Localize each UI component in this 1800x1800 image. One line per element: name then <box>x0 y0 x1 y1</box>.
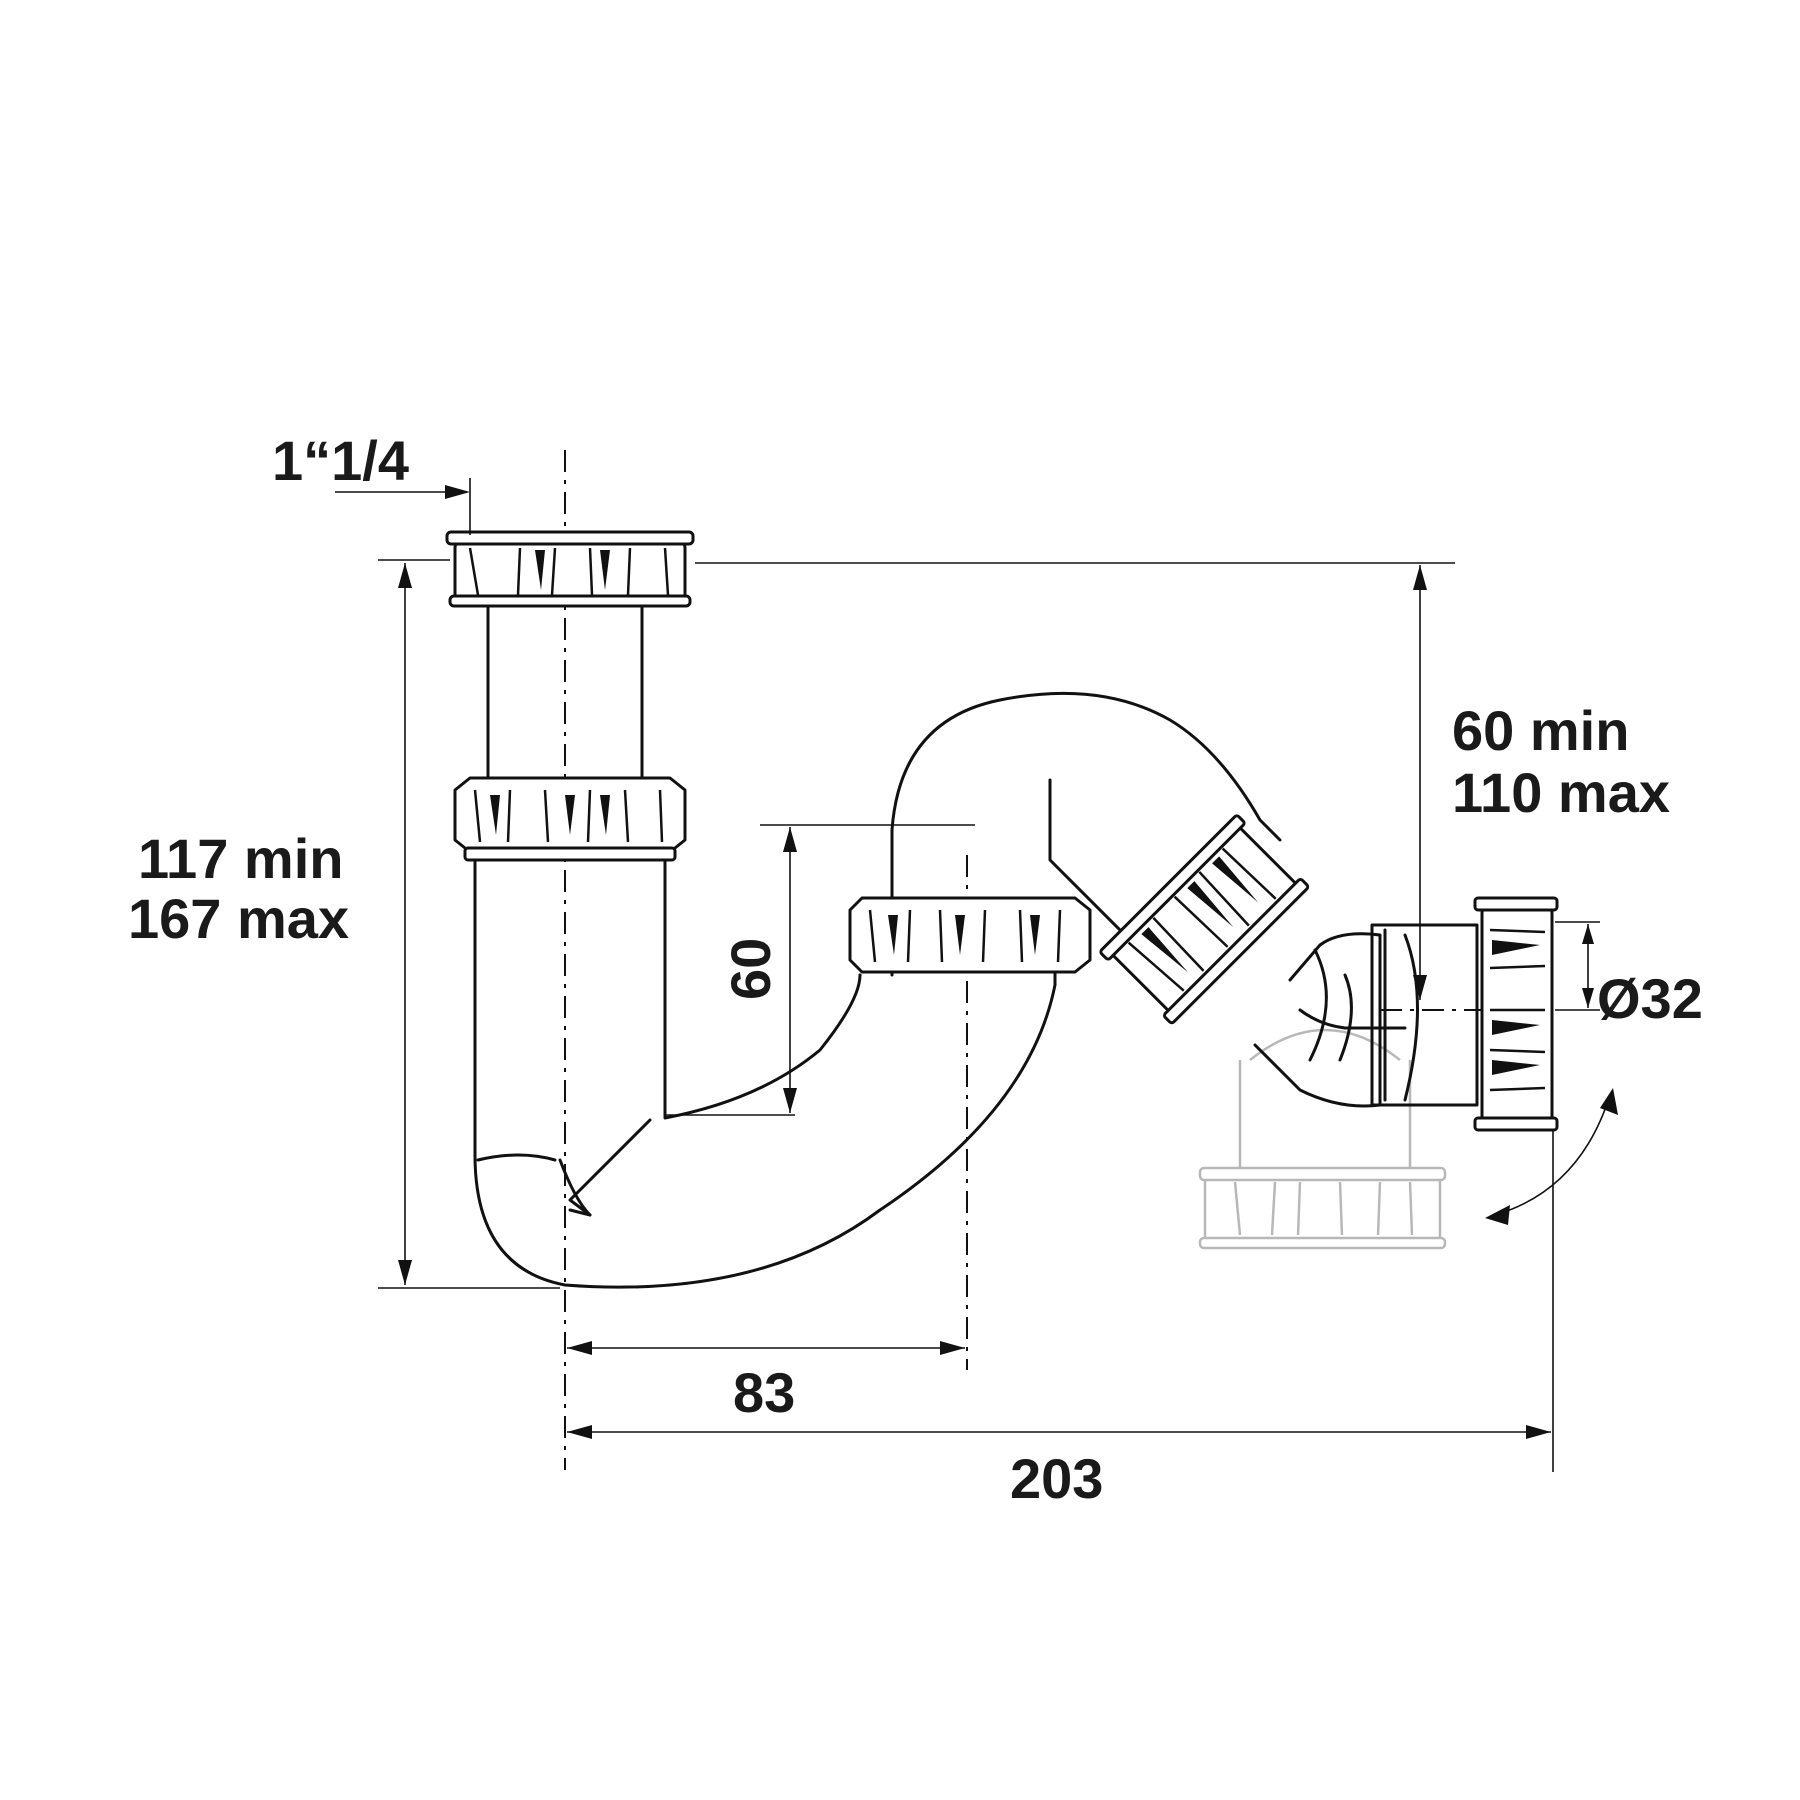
adjust-min-label: 60 min <box>1452 699 1629 762</box>
inlet-lower-tube <box>473 858 667 1157</box>
height-max-label: 167 max <box>128 887 349 950</box>
overall-width-label: 203 <box>1010 1447 1103 1510</box>
trap-depth-label: 60 <box>719 938 782 1000</box>
dimension-labels: 1“1/4 117 min 167 max 60 min 110 max 60 … <box>128 429 1703 1510</box>
angled-nut <box>1099 814 1310 1025</box>
inlet-bottom-bend <box>473 963 1057 1289</box>
trap-inner-riser <box>1048 778 1152 962</box>
riser-nut <box>848 896 1092 974</box>
middle-inlet-nut <box>453 776 687 862</box>
trap-body <box>473 603 1282 1289</box>
dimension-lines <box>335 478 1618 1472</box>
thread-size-label: 1“1/4 <box>272 429 409 492</box>
inlet-tailpiece <box>486 603 644 782</box>
outlet-sleeve <box>1370 923 1479 1107</box>
height-min-label: 117 min <box>138 827 343 890</box>
trap-connector <box>568 973 862 1217</box>
top-inlet-nut <box>445 530 695 608</box>
inlet-inner-bend <box>476 1153 592 1217</box>
outlet-assembly <box>1099 814 1559 1132</box>
riser-offset-label: 83 <box>733 1361 795 1424</box>
outlet-nut <box>1473 896 1559 1132</box>
adjust-max-label: 110 max <box>1452 761 1670 824</box>
trap-upper-arch <box>890 691 1282 977</box>
rotation-arc <box>1494 1094 1611 1216</box>
ghost-outlet-position <box>1198 1028 1447 1250</box>
outlet-diameter-label: Ø32 <box>1597 967 1703 1030</box>
